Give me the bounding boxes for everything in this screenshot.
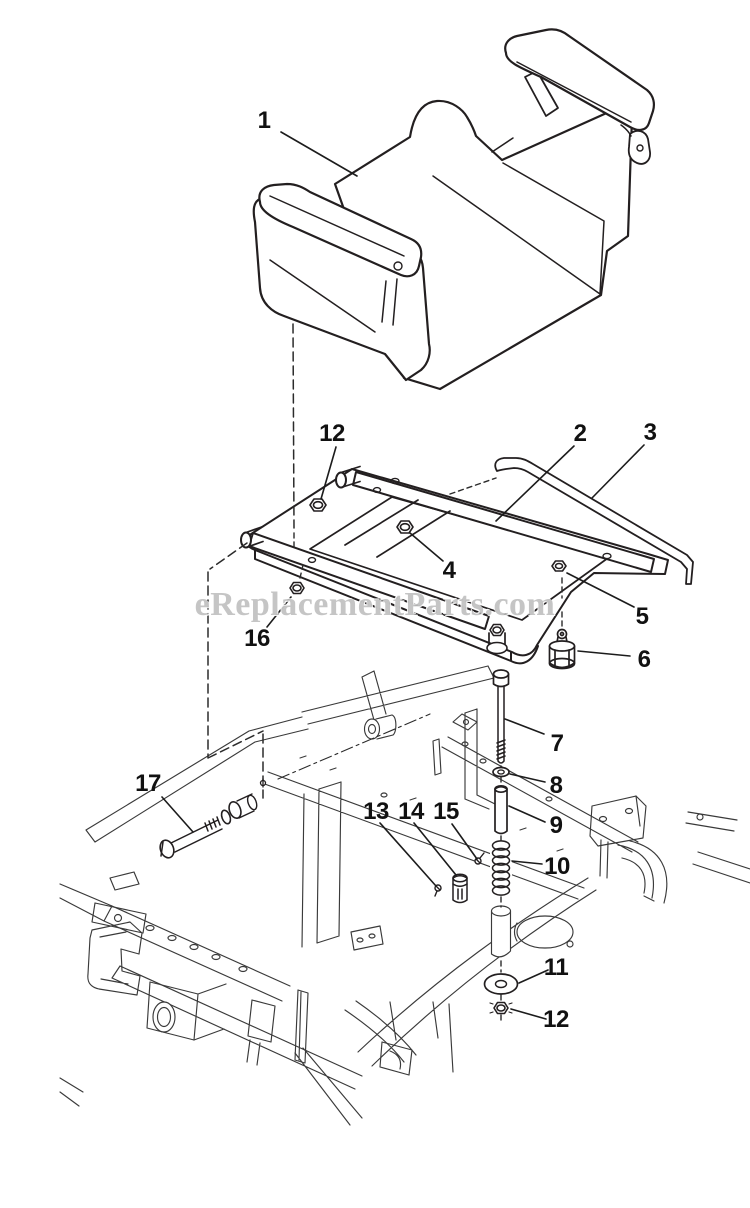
nut-bore (312, 500, 324, 510)
callout-16: 16 (244, 625, 270, 652)
bolt-head-top (492, 669, 510, 679)
nut-bore (399, 522, 411, 532)
bolt-washer (220, 809, 232, 825)
nut-part-12-upper (309, 498, 327, 512)
nut-part-12-lower (489, 1001, 513, 1015)
plate-edge-thickness (254, 549, 539, 665)
plate-mount-bolt (486, 623, 508, 655)
callout-7: 7 (550, 730, 564, 757)
bolt-bushing (228, 800, 242, 820)
seat-drawing (252, 28, 655, 391)
bumper-top (548, 640, 576, 652)
switch-body (452, 875, 468, 904)
callout-8: 8 (549, 772, 563, 799)
spacer-body (494, 785, 508, 835)
nut-hex (309, 498, 327, 512)
bolt-bore (492, 626, 502, 634)
callout-6: 6 (637, 646, 651, 673)
dashed-long (207, 323, 295, 799)
spring-coils (491, 840, 511, 896)
frame-holes (113, 718, 704, 973)
plate-hinge-strap-top (352, 471, 655, 573)
frame-hitch-tube (152, 1001, 176, 1033)
plate-hinge-tube-top (335, 471, 347, 489)
washer-bore (494, 979, 508, 989)
seat-crease-lines (269, 61, 632, 333)
plate-holes (307, 477, 612, 564)
plate-foot (486, 641, 508, 655)
callout-5: 5 (635, 603, 649, 630)
switch-detail (452, 883, 468, 900)
callout-2: 2 (573, 420, 587, 447)
spacer-part-9 (494, 784, 508, 835)
nut-bore (496, 1004, 506, 1012)
callout-17: 17 (135, 770, 161, 797)
screw-bore (554, 562, 564, 570)
switch-part-14 (452, 873, 468, 904)
bumper-stem (556, 628, 568, 640)
frame-brackets (87, 713, 647, 1076)
frame-hitch-tube-bore (156, 1006, 172, 1028)
screw-part-5 (551, 560, 567, 572)
washer-bore (497, 769, 505, 775)
hardware-drawing (159, 669, 519, 1015)
rod-outline (494, 457, 694, 585)
washer-outer (483, 973, 519, 995)
nut-part-16 (289, 581, 305, 595)
callout-13: 13 (363, 798, 389, 825)
rod-part-3 (494, 457, 694, 585)
frame-bushing-bore (367, 723, 377, 735)
spring-mask (490, 841, 512, 896)
bushing-end (246, 794, 258, 811)
callout-15: 15 (433, 798, 459, 825)
callout-1: 1 (257, 107, 271, 134)
washer-part-8 (492, 766, 510, 778)
washer-part-11 (483, 973, 519, 995)
nut-bore (292, 584, 302, 592)
frame-beams (59, 665, 750, 1126)
bolt-part-7 (492, 669, 510, 764)
bolt-part-17 (159, 793, 258, 859)
callout-12-lower: 12 (543, 1006, 569, 1033)
nut-serrations (489, 1002, 513, 1014)
bumper-part-6 (548, 628, 576, 670)
callout-12-upper: 12 (319, 420, 345, 447)
bolt-shank (160, 816, 223, 857)
bumper-stem-dot (559, 631, 565, 637)
bolt-shank (496, 686, 506, 764)
screw-head (551, 560, 567, 572)
nut-part-4 (396, 520, 414, 534)
leader-lines (161, 131, 645, 1020)
bolt-head (159, 839, 175, 859)
spring-part-10 (490, 840, 512, 896)
screw-detail (434, 885, 441, 897)
frame-screw (259, 778, 267, 788)
seat-armrest-left (258, 182, 423, 278)
callout-10: 10 (544, 853, 570, 880)
frame-pivot-plate-hole (516, 915, 574, 949)
bumper-base (548, 657, 576, 670)
dash-dot-centerline (277, 713, 431, 780)
seat-pivot-tab (627, 129, 651, 165)
spacer-top (494, 784, 508, 794)
washer-outer (492, 766, 510, 778)
callout-3: 3 (643, 419, 657, 446)
nut-hex (289, 581, 305, 595)
seat-armrest-pivot (393, 261, 403, 271)
nut-hex (493, 1001, 509, 1015)
switch-top (452, 873, 468, 883)
seat-armrest-right (504, 28, 655, 131)
seat-plate-drawing (240, 457, 694, 670)
callout-4: 4 (442, 557, 456, 584)
callout-11: 11 (543, 954, 569, 981)
callout-14: 14 (398, 798, 424, 825)
callout-9: 9 (549, 812, 563, 839)
bolt-head (489, 623, 505, 637)
nut-hex (396, 520, 414, 534)
frame-drawing (59, 665, 750, 1126)
seat-pivot-tab-hole (636, 144, 644, 152)
